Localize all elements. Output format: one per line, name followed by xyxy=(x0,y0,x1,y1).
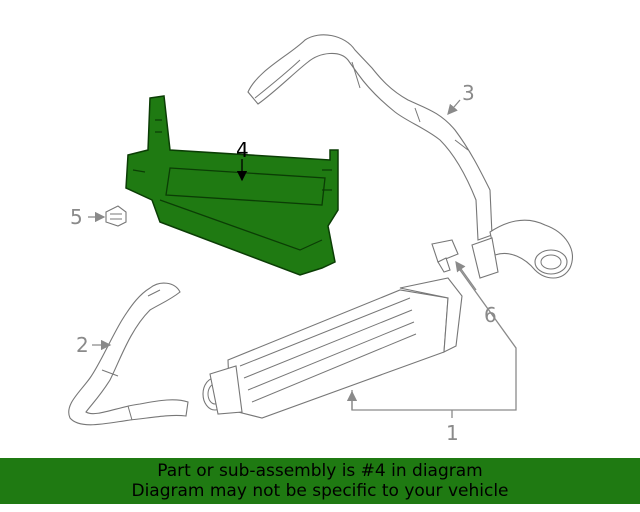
sensor-part-6 xyxy=(431,239,459,273)
callout-3: 3 xyxy=(462,81,475,105)
parts-diagram: 1 2 3 4 5 6 xyxy=(68,34,573,445)
banner-line-1: Part or sub-assembly is #4 in diagram xyxy=(157,461,483,481)
upper-hose-part-3 xyxy=(247,34,573,279)
callout-4: 4 xyxy=(236,138,249,162)
lower-hose-part-2 xyxy=(68,282,189,426)
leader-lines xyxy=(88,99,517,418)
callout-5: 5 xyxy=(70,205,83,229)
callout-1: 1 xyxy=(446,421,459,445)
banner-line-2: Diagram may not be specific to your vehi… xyxy=(131,481,509,501)
bracket-part-4 xyxy=(125,95,339,276)
callout-6: 6 xyxy=(484,303,497,327)
callout-2: 2 xyxy=(76,333,89,357)
fastener-part-5 xyxy=(105,205,127,227)
part-info-banner: Part or sub-assembly is #4 in diagram Di… xyxy=(0,458,640,504)
intercooler-part-1 xyxy=(202,277,463,419)
